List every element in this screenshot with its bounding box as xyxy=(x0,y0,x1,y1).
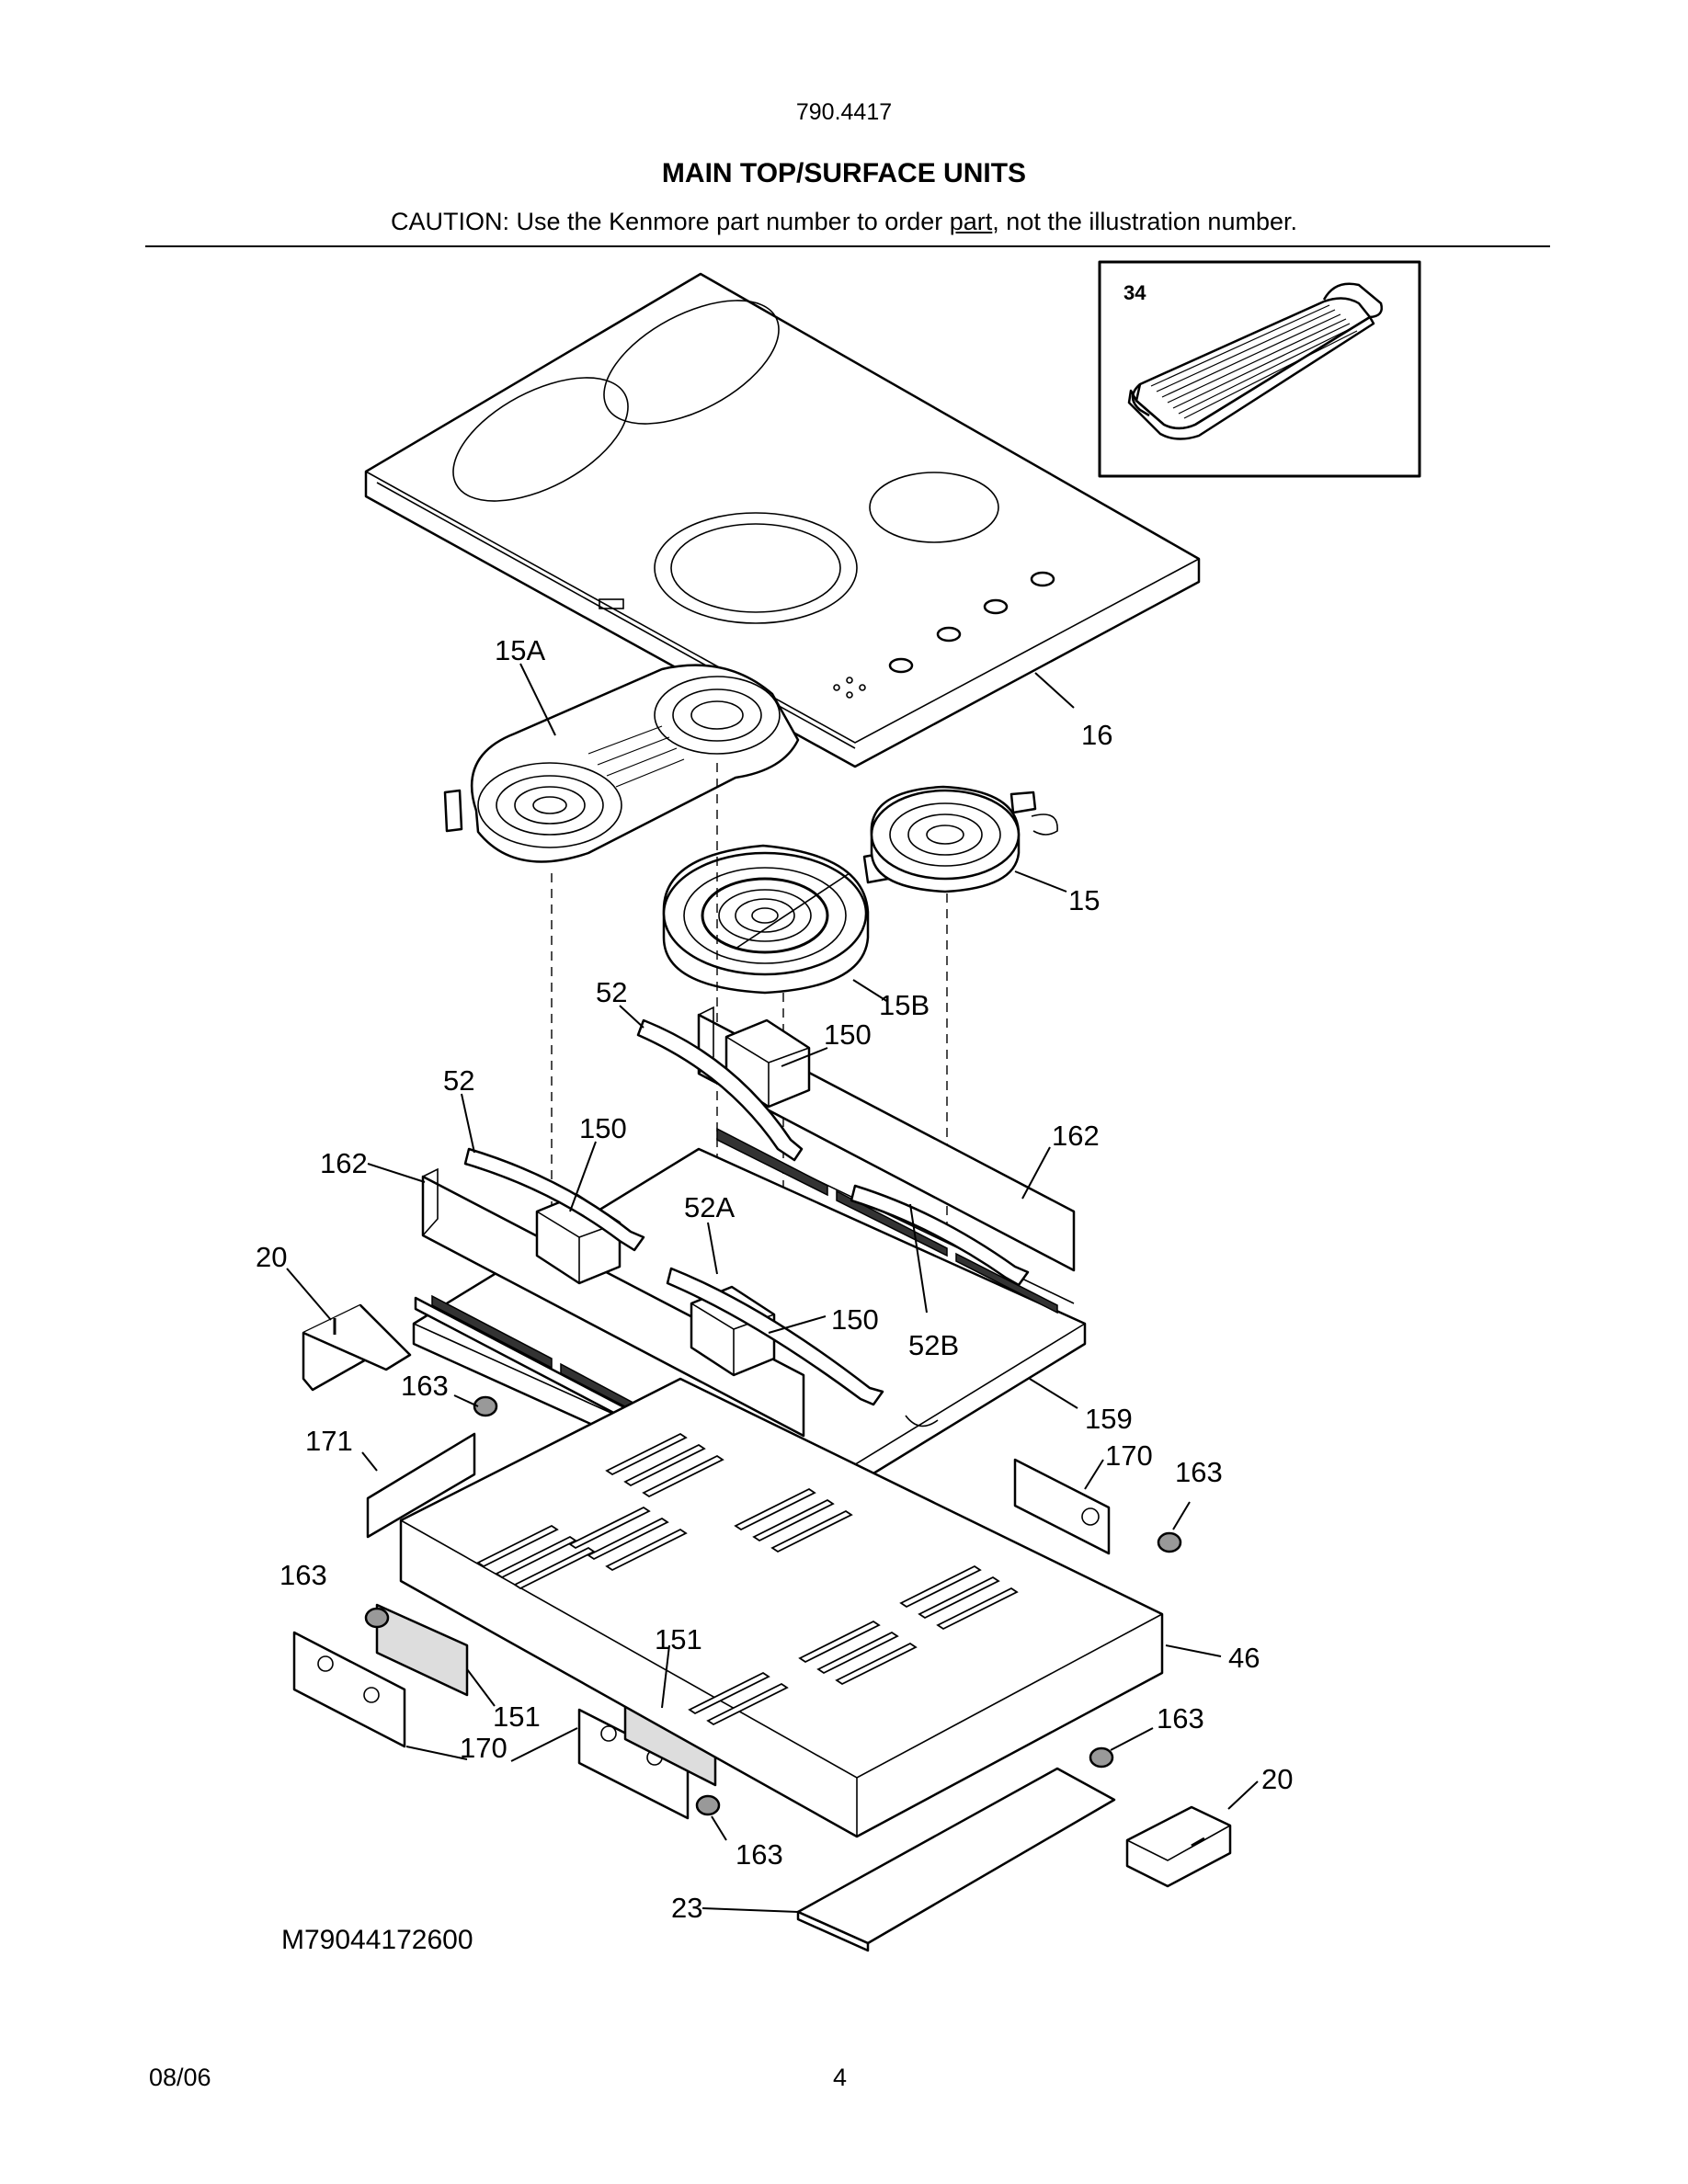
control-knob-holes xyxy=(888,571,1055,674)
callout-171: 171 xyxy=(305,1425,353,1457)
leader-lines xyxy=(286,663,1259,1913)
rubber-bumpers xyxy=(364,1395,1182,1816)
callout-170-right: 170 xyxy=(1105,1439,1153,1472)
small-radiant-element xyxy=(870,785,1058,893)
page-title: MAIN TOP/SURFACE UNITS xyxy=(661,158,1027,188)
caution-text-underlined: part xyxy=(949,208,993,235)
callout-46: 46 xyxy=(1228,1642,1260,1674)
callout-162-left: 162 xyxy=(320,1147,368,1179)
griddle-icon xyxy=(1127,282,1383,440)
large-radiant-element xyxy=(662,844,890,995)
callout-20-right: 20 xyxy=(1261,1763,1293,1795)
callout-163-a: 163 xyxy=(401,1370,449,1402)
callout-52A: 52A xyxy=(684,1191,735,1223)
dual-bridge-element xyxy=(443,664,800,863)
griddle-inset: 34 xyxy=(1098,260,1421,478)
side-bracket-left xyxy=(302,1303,412,1392)
drawing-number: M79044172600 xyxy=(281,1925,473,1955)
callout-150-mid: 150 xyxy=(831,1303,879,1336)
callout-163-c: 163 xyxy=(279,1559,327,1591)
page-number: 4 xyxy=(833,2064,848,2091)
callout-20-left: 20 xyxy=(256,1241,287,1273)
callout-162-right: 162 xyxy=(1052,1120,1100,1152)
callout-16: 16 xyxy=(1081,719,1112,751)
callout-163-d: 163 xyxy=(1157,1702,1204,1735)
callout-52B: 52B xyxy=(908,1329,959,1361)
callout-52-top: 52 xyxy=(596,976,627,1008)
caution-note: CAUTION: Use the Kenmore part number to … xyxy=(0,208,1688,236)
caution-text-end: , not the illustration number. xyxy=(992,208,1297,235)
burner-box xyxy=(399,1377,1164,1838)
model-number: 790.4417 xyxy=(795,99,893,125)
revision-date: 08/06 xyxy=(149,2064,211,2091)
caution-text-start: CAUTION: Use the Kenmore part number to … xyxy=(391,208,950,235)
callout-163-e: 163 xyxy=(736,1838,783,1871)
callout-163-b: 163 xyxy=(1175,1456,1223,1488)
callout-34: 34 xyxy=(1123,281,1146,304)
callout-170-left: 170 xyxy=(460,1732,508,1764)
callout-151-left: 151 xyxy=(493,1701,541,1733)
callout-labels: 15A 16 15 15B 52 150 52 150 162 162 52A … xyxy=(256,634,1293,1924)
header-rule xyxy=(145,245,1550,247)
glass-cooktop xyxy=(364,272,1201,768)
bottom-cover-plate xyxy=(796,1767,1116,1952)
callout-150-left: 150 xyxy=(579,1112,627,1144)
callout-15B: 15B xyxy=(879,989,930,1021)
callout-150-top: 150 xyxy=(824,1018,872,1051)
element-retainer-springs xyxy=(463,1018,1030,1406)
vent-slots xyxy=(476,1432,1019,1726)
callout-15A: 15A xyxy=(495,634,545,666)
callout-159: 159 xyxy=(1085,1403,1133,1435)
side-bracket-right xyxy=(1125,1805,1232,1888)
callout-151-mid: 151 xyxy=(655,1623,702,1655)
callout-52-left: 52 xyxy=(443,1064,474,1097)
callout-23: 23 xyxy=(671,1892,702,1924)
callout-15: 15 xyxy=(1068,884,1100,916)
